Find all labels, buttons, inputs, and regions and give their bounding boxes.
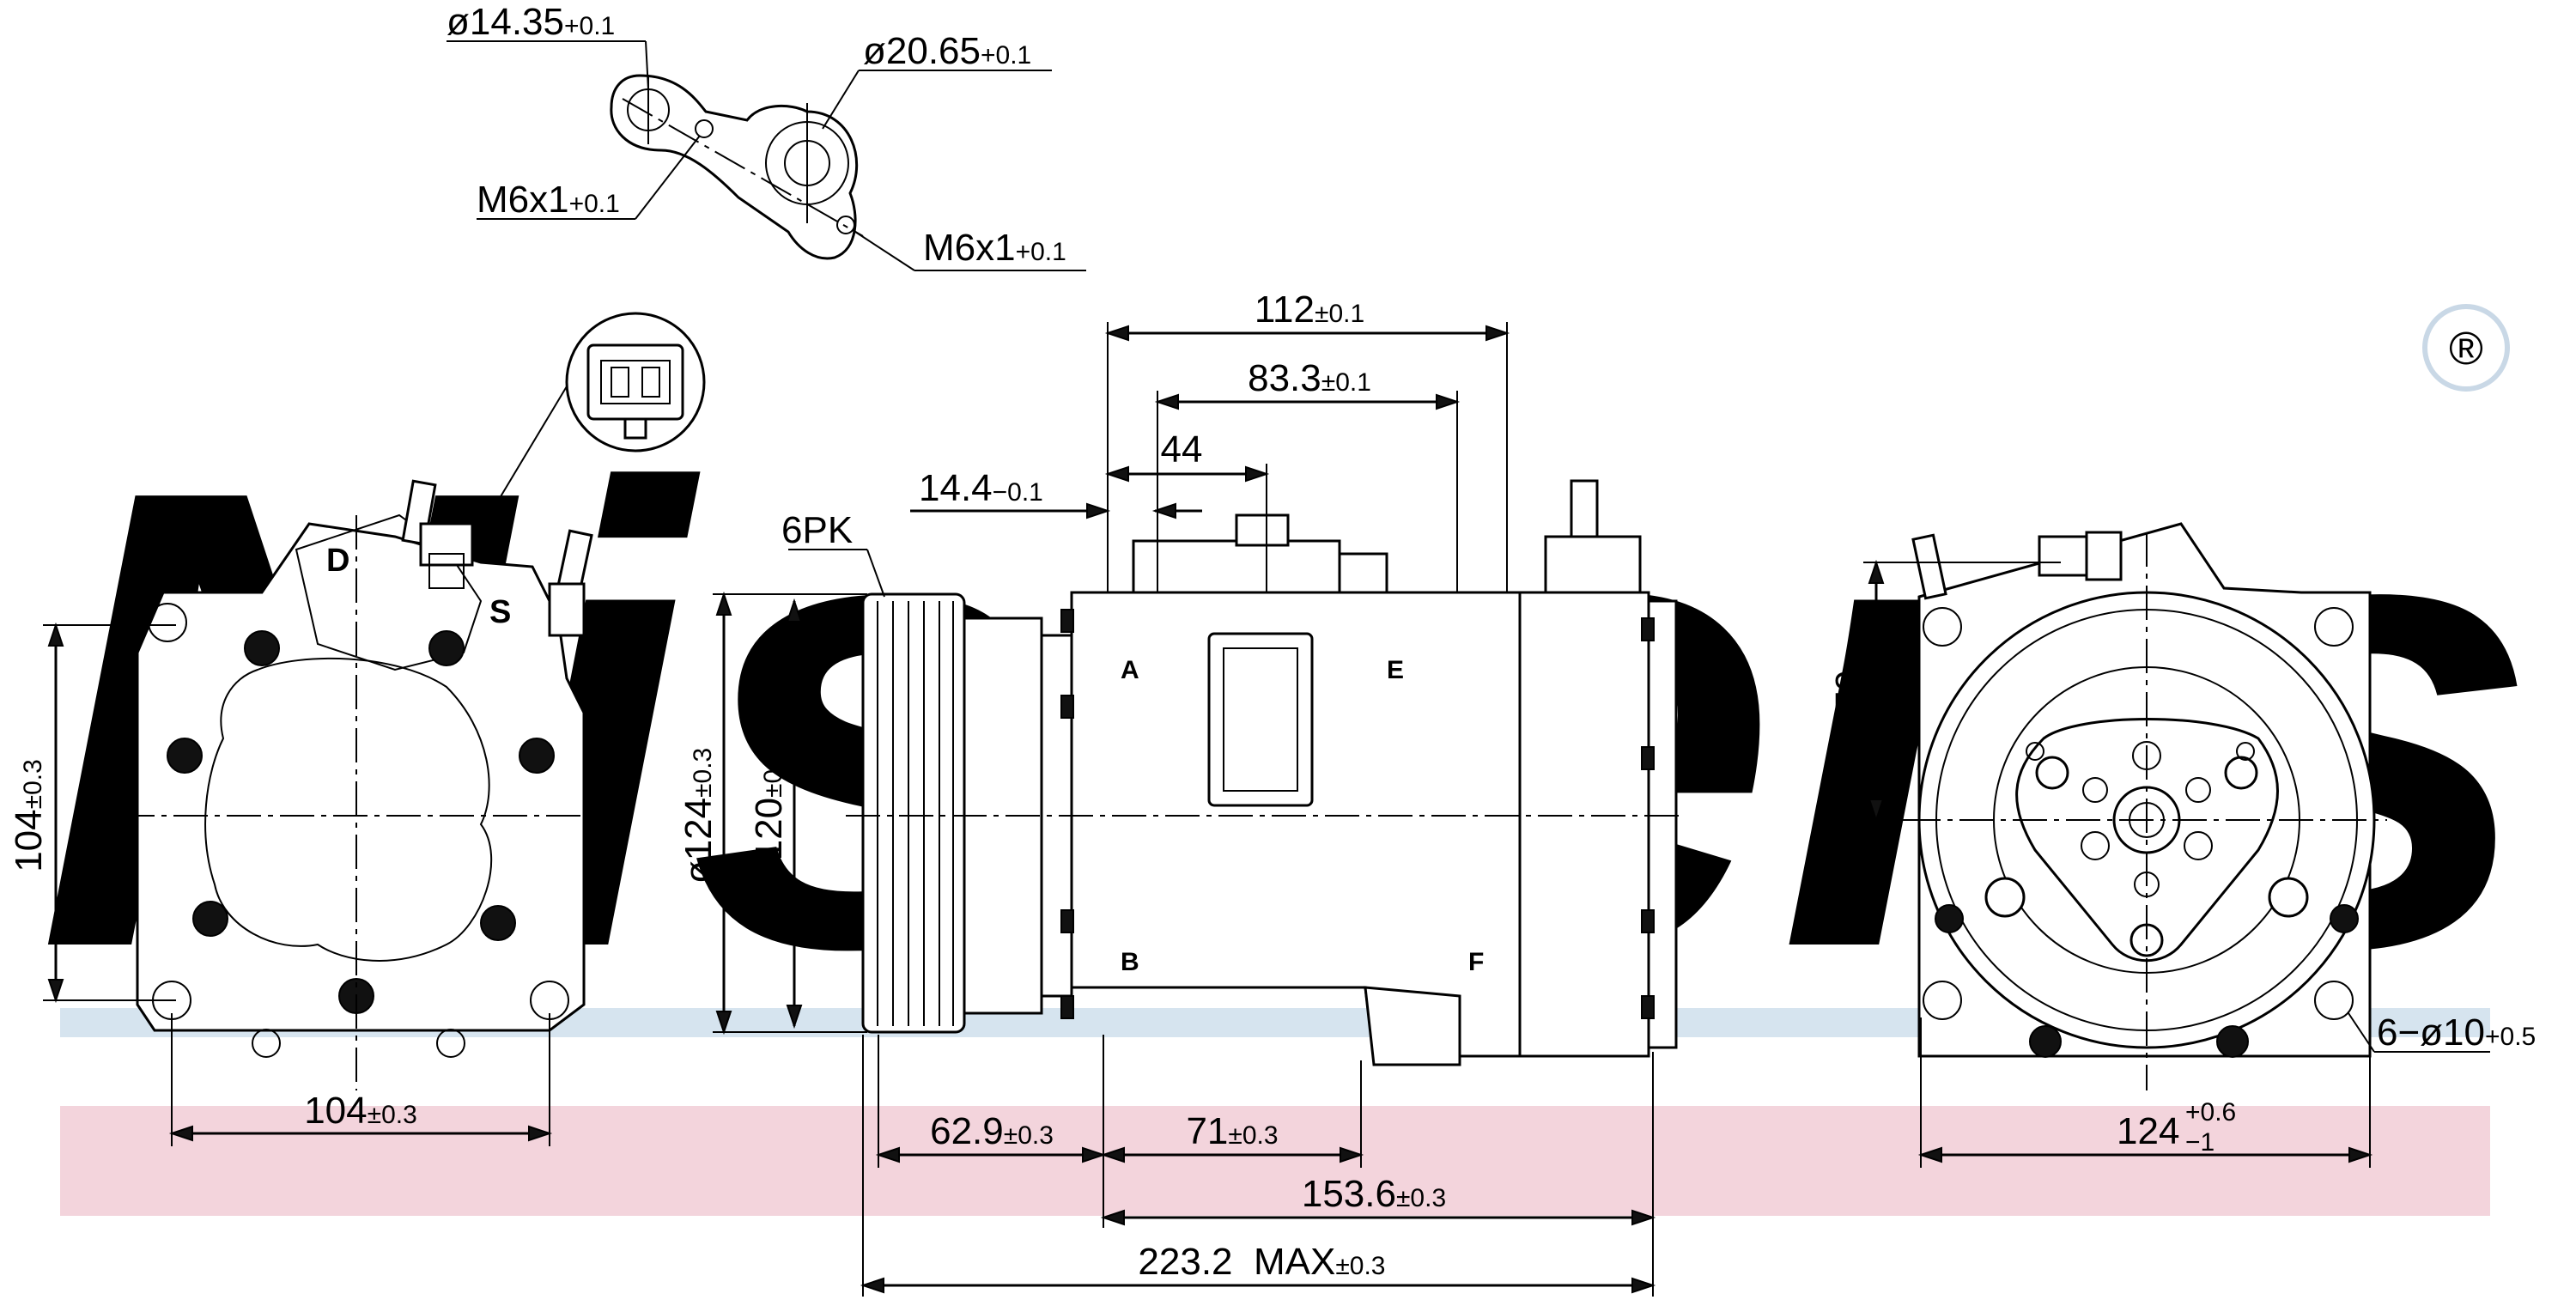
left-height-dim: 104±0.3	[8, 759, 50, 872]
left-view: D S	[120, 479, 601, 1090]
port-letter-e: E	[1387, 656, 1404, 684]
side-dim-83-3: 83.3±0.1	[1248, 357, 1371, 399]
fitting-dimensions: ø14.35+0.1 ø20.65+0.1 M6x1+0.1 M6x1+0.1	[447, 1, 1086, 271]
side-dim-153-6: 153.6±0.3	[1302, 1173, 1446, 1215]
side-view-dimensions: 112±0.1 83.3±0.1 44 14.4−0.1 6PK	[677, 289, 1656, 1297]
port-letter-b: B	[1121, 948, 1139, 976]
side-dim-71: 71±0.3	[1186, 1110, 1278, 1152]
right-view	[1906, 522, 2387, 1090]
side-dim-112: 112±0.1	[1255, 289, 1364, 331]
right-view-dimensions: 70 6−ø10+0.5 124 +0.6 −1	[1828, 559, 2536, 1168]
fitting-dim-m6-left: M6x1+0.1	[477, 179, 620, 221]
port-letter-f: F	[1468, 948, 1484, 976]
side-dim-dia-120: ø120±0.3	[748, 748, 790, 884]
fitting-dim-20-65: ø20.65+0.1	[863, 30, 1031, 72]
pulley-6pk-label: 6PK	[781, 509, 853, 551]
pink-band	[60, 1106, 2490, 1216]
connector-detail	[476, 312, 706, 538]
fitting-dim-m6-right: M6x1+0.1	[923, 227, 1066, 269]
left-width-dim: 104±0.3	[304, 1090, 417, 1132]
right-dim-70: 70	[1828, 671, 1870, 713]
left-view-dimensions: 104±0.3 104±0.3	[8, 622, 553, 1146]
side-view: A E B F	[846, 479, 1683, 1066]
port-letter-a: A	[1121, 656, 1139, 684]
registered-mark: ®	[2422, 304, 2510, 392]
right-dim-holes: 6−ø10+0.5	[2377, 1011, 2536, 1054]
right-dim-124-upper-tol: +0.6	[2185, 1098, 2236, 1127]
side-dim-14-4: 14.4−0.1	[919, 467, 1043, 509]
side-dim-62-9: 62.9±0.3	[930, 1110, 1054, 1152]
svg-text:®: ®	[2449, 323, 2483, 374]
side-dim-dia-124: ø124±0.3	[677, 748, 720, 884]
right-dim-124-lower-tol: −1	[2185, 1128, 2215, 1157]
fitting-plate	[610, 74, 864, 260]
side-dim-223-2-max: 223.2 MAX±0.3	[1111, 1241, 1404, 1283]
port-letter-s: S	[489, 594, 511, 630]
fitting-dim-14-35: ø14.35+0.1	[447, 1, 615, 43]
port-letter-d: D	[326, 543, 349, 579]
right-dim-124: 124	[2117, 1110, 2179, 1152]
side-dim-44: 44	[1161, 428, 1203, 471]
